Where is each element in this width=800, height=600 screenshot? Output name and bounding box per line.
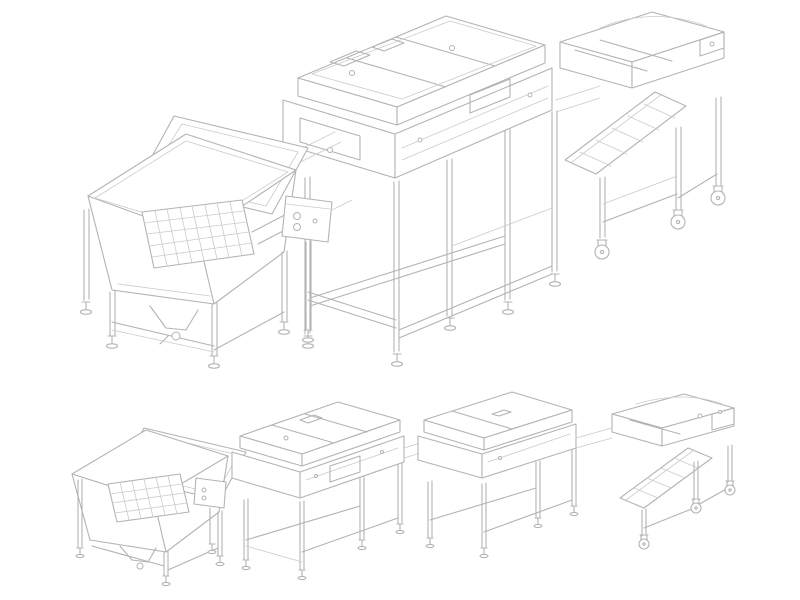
discharge-unit-bottom	[575, 393, 736, 550]
mesh-basket-bottom	[107, 473, 190, 523]
figure-top-production-line	[79, 11, 726, 369]
processing-unit-a-bottom	[231, 401, 405, 581]
main-unit-body-top	[261, 67, 553, 179]
control-pendant-top	[281, 195, 353, 343]
infeed-hopper-bottom	[71, 427, 247, 587]
main-unit-frame-top	[301, 110, 562, 367]
control-pendant-bottom	[193, 477, 227, 555]
figure-bottom-production-line	[71, 391, 736, 587]
processing-unit-b-bottom	[403, 391, 579, 559]
discharge-unit-top	[555, 11, 726, 260]
infeed-hopper-top	[79, 115, 309, 369]
mesh-basket-top	[141, 199, 255, 269]
main-unit-lid-top	[297, 15, 546, 126]
